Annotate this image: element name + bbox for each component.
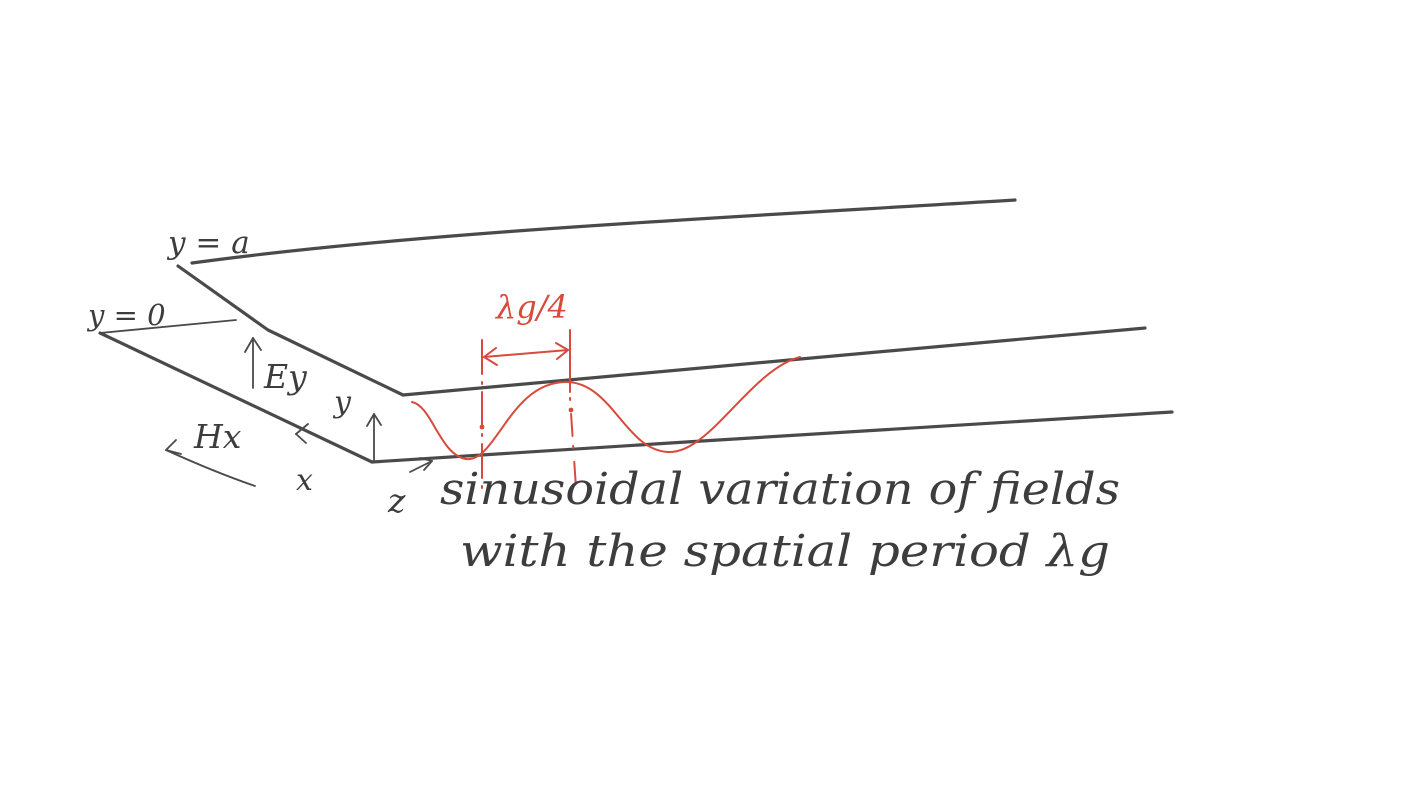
z-axis-label: z [387,481,406,520]
ey-label: Ey [263,357,307,396]
z-axis-arrow [409,457,433,473]
quarter-wavelength-marker [479,329,577,491]
quarter-wavelength-label: λg/4 [494,288,568,326]
bottom-plate-label: y = 0 [86,298,166,332]
hx-label: Hx [193,417,242,456]
top-plate [176,198,1147,397]
top-plate-label: y = a [166,225,250,261]
caption-line-1: sinusoidal variation of fields [440,464,1120,515]
y-axis-arrow [366,413,382,461]
hx-arrow [165,439,256,487]
y-axis-label: y [332,385,352,420]
x-axis-arrow [295,423,309,444]
ey-arrow [244,337,262,389]
caption-line-2: with the spatial period λg [460,526,1110,577]
x-axis-label: x [296,463,313,498]
bottom-plate [98,319,1174,464]
sinusoid-curve [411,356,801,461]
